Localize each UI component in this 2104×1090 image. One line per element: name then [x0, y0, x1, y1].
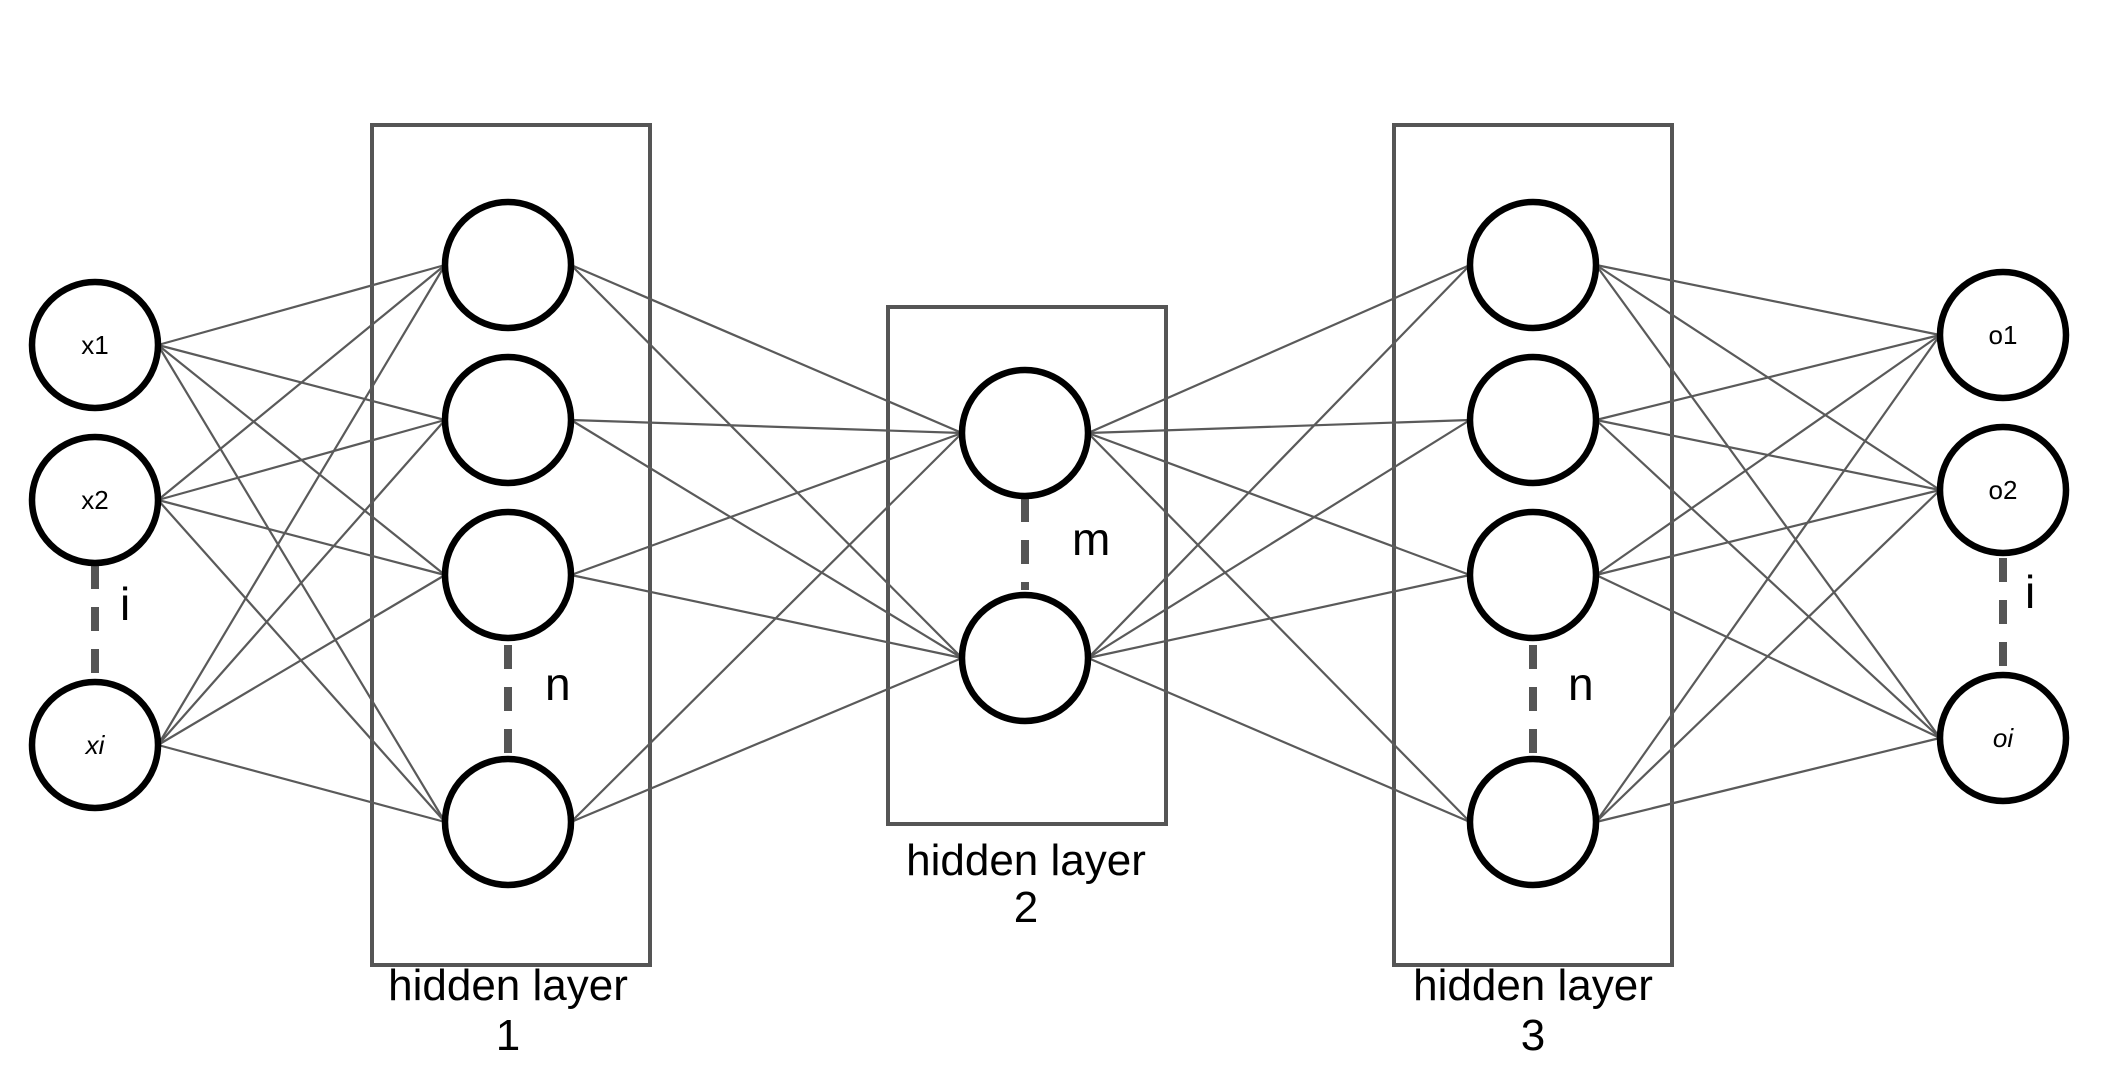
hidden1-box: [370, 123, 652, 967]
output-node-label-0: o1: [1989, 320, 2018, 350]
hidden2-node-0: [958, 366, 1092, 500]
input-node-label-0: x1: [81, 330, 108, 360]
edge-hidden2-1-hidden3-3: [1087, 656, 1471, 824]
edge-hidden2-1-hidden3-2: [1087, 573, 1471, 660]
output-node-1: [1936, 423, 2070, 557]
hidden2-caption-line-0: hidden layer: [906, 836, 1146, 885]
layer-boxes: [370, 123, 1674, 967]
edge-input-2-hidden1-3: [157, 743, 446, 824]
ellipsis-markers: [91, 498, 2007, 760]
edge-hidden1-3-hidden2-1: [570, 656, 963, 824]
edge-hidden1-2-hidden2-1: [570, 573, 963, 660]
hidden3-node-1: [1466, 353, 1600, 487]
edge-hidden3-3-output-0: [1595, 334, 1941, 823]
edge-hidden3-2-output-1: [1595, 488, 1941, 577]
hidden1-node-2: [441, 508, 575, 642]
edge-hidden3-2-output-0: [1595, 334, 1941, 576]
connections: [157, 263, 1941, 824]
hidden3-box: [1392, 123, 1674, 967]
edge-hidden1-2-hidden2-0: [570, 431, 963, 577]
edge-input-1-hidden1-1: [157, 418, 446, 502]
input-node-label-1: x2: [81, 485, 108, 515]
edge-input-1-hidden1-0: [157, 264, 446, 501]
edge-hidden2-0-hidden3-2: [1087, 431, 1471, 577]
input-count-label: i: [120, 578, 130, 630]
input-node-1: [28, 433, 162, 567]
hidden3-caption-line-0: hidden layer: [1413, 961, 1653, 1010]
hidden1-node-3: [441, 755, 575, 889]
edge-input-2-hidden1-2: [157, 574, 446, 746]
edge-hidden1-0-hidden2-1: [570, 264, 963, 659]
hidden1-caption-line-0: hidden layer: [388, 961, 628, 1010]
hidden1-count-label: n: [545, 658, 571, 710]
hidden1-caption-line-1: 1: [496, 1011, 520, 1060]
edge-hidden1-0-hidden2-0: [570, 263, 963, 435]
input-node-label-2: xi: [84, 730, 106, 760]
hidden3-node-0: [1466, 198, 1600, 332]
output-node-label-1: o2: [1989, 475, 2018, 505]
hidden2-box: [886, 305, 1168, 826]
hidden3-node-2: [1466, 508, 1600, 642]
hidden2-count-label: m: [1072, 513, 1110, 565]
output-node-label-2: oi: [1993, 723, 2014, 753]
edge-hidden2-0-hidden3-3: [1087, 432, 1471, 823]
output-count-label: i: [2025, 566, 2035, 618]
hidden2-node-1: [958, 591, 1092, 725]
edge-hidden3-3-output-2: [1595, 736, 1941, 824]
edge-hidden2-0-hidden3-1: [1087, 418, 1471, 435]
edge-hidden3-3-output-1: [1595, 489, 1941, 823]
edge-input-1-hidden1-2: [157, 498, 446, 577]
neurons: [28, 198, 2070, 889]
edge-hidden1-1-hidden2-0: [570, 418, 963, 435]
edge-hidden3-1-output-0: [1595, 333, 1941, 422]
edge-hidden1-1-hidden2-1: [570, 419, 963, 659]
edge-input-0-hidden1-0: [157, 263, 446, 347]
output-node-2: [1936, 671, 2070, 805]
edge-hidden3-0-output-2: [1595, 264, 1941, 739]
hidden3-node-3: [1466, 755, 1600, 889]
input-node-0: [28, 278, 162, 412]
hidden3-caption-line-1: 3: [1521, 1011, 1545, 1060]
edge-hidden2-0-hidden3-0: [1087, 263, 1471, 435]
hidden1-node-1: [441, 353, 575, 487]
input-node-2: [28, 678, 162, 812]
edge-hidden1-3-hidden2-0: [570, 432, 963, 823]
hidden3-count-label: n: [1568, 658, 1594, 710]
edge-input-2-hidden1-0: [157, 264, 446, 746]
edge-hidden2-1-hidden3-1: [1087, 419, 1471, 659]
edge-input-2-hidden1-1: [157, 419, 446, 746]
edge-hidden2-1-hidden3-0: [1087, 264, 1471, 659]
output-node-0: [1936, 268, 2070, 402]
edge-hidden3-0-output-0: [1595, 263, 1941, 337]
hidden2-caption-line-1: 2: [1014, 883, 1038, 932]
hidden1-node-0: [441, 198, 575, 332]
